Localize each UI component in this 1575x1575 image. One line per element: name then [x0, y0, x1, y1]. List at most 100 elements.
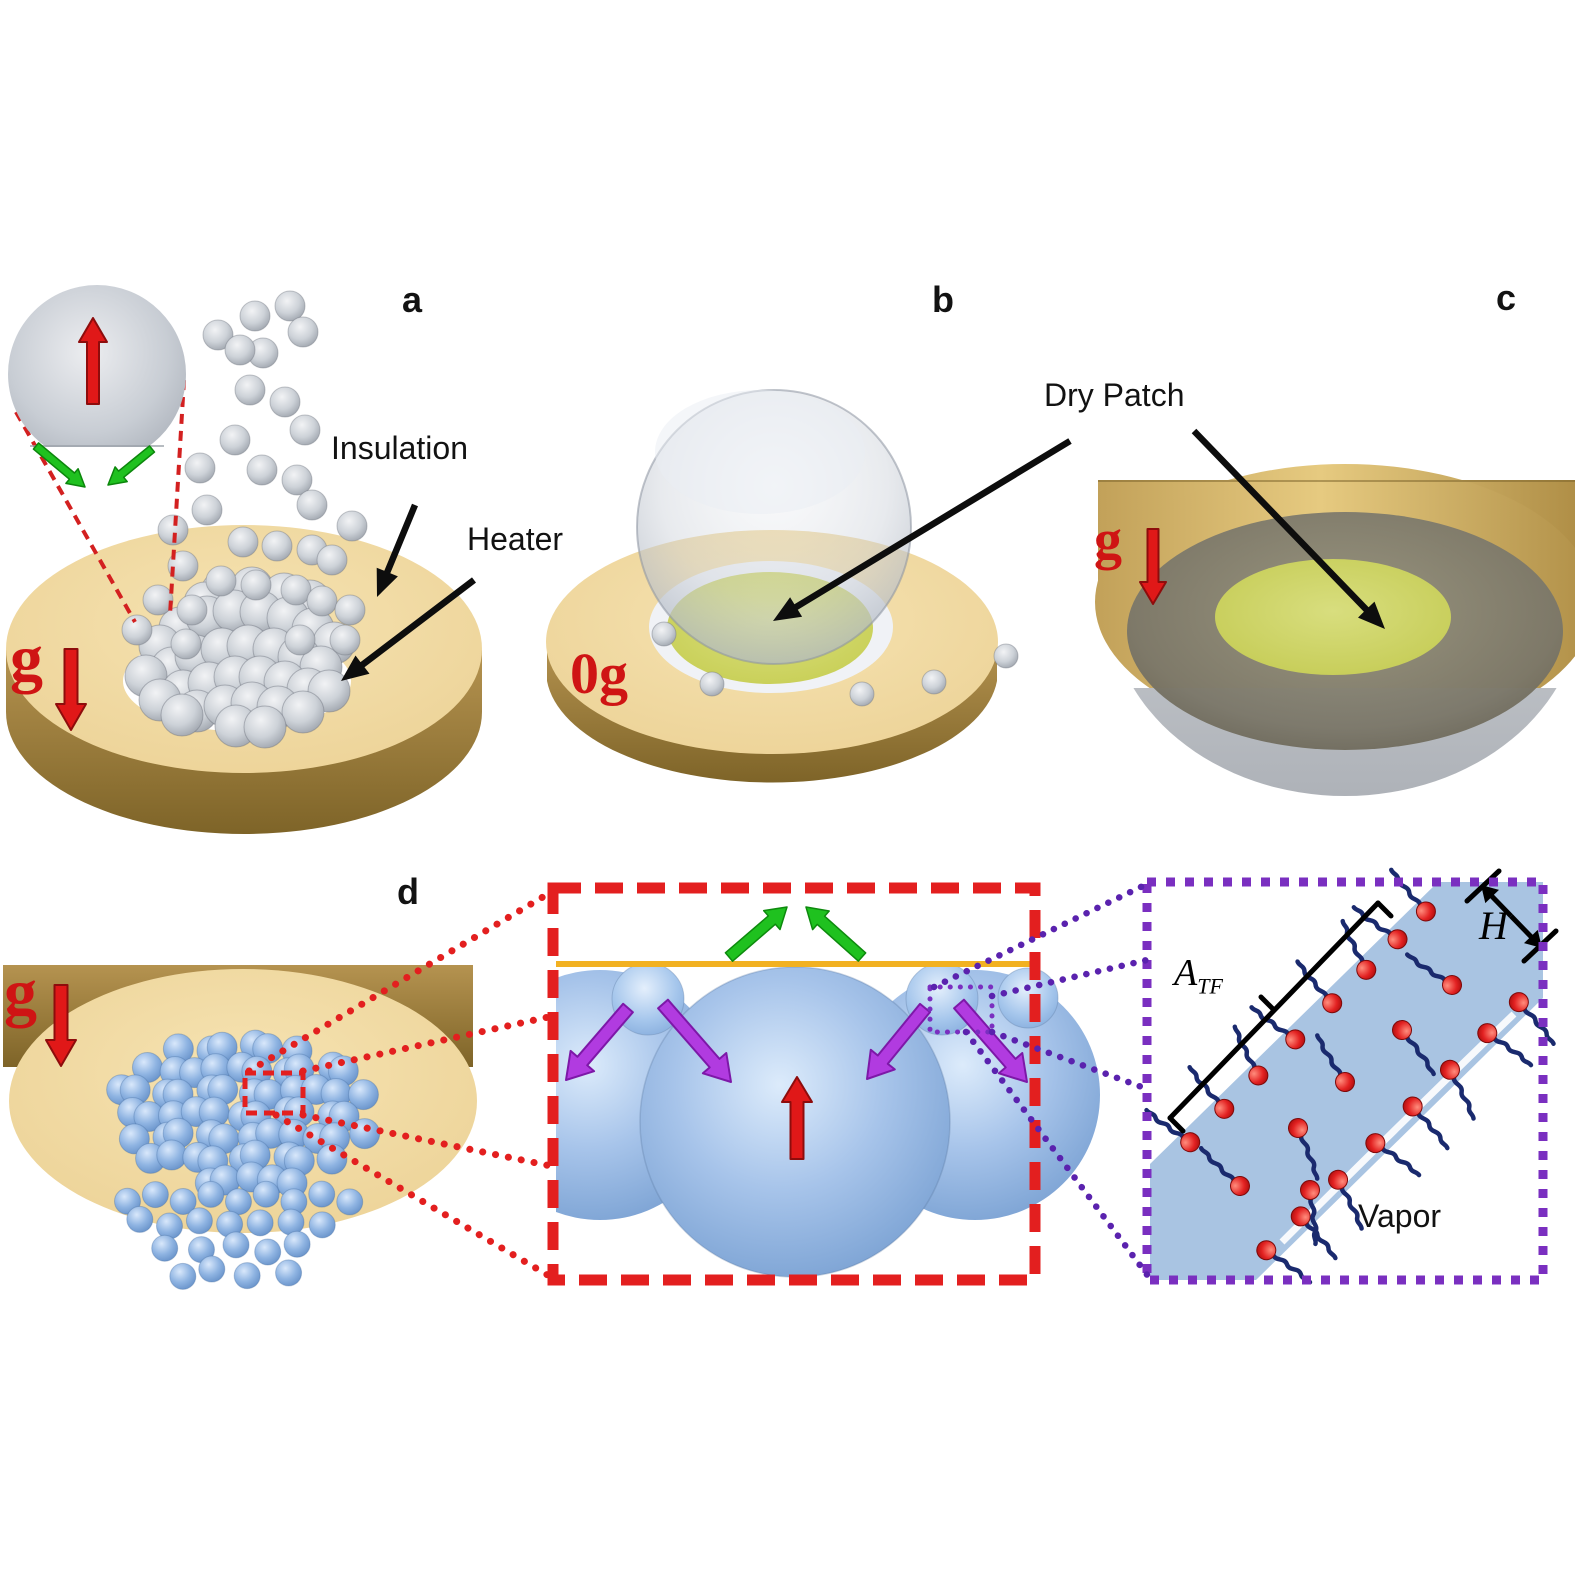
rim-bubble	[993, 643, 1019, 669]
surfactant-molecule	[1290, 1206, 1338, 1261]
surfactant-head	[1285, 1029, 1306, 1050]
surfactant-head	[1300, 1180, 1320, 1200]
gravity-arrow-d	[45, 984, 77, 1067]
panel-d-bubble-cluster	[3, 965, 477, 1290]
surfactant-head	[1387, 929, 1408, 950]
annotation-arrows	[341, 428, 1385, 681]
zero-gravity-label: 0g	[570, 641, 628, 706]
blue-bubble	[252, 1180, 280, 1208]
blue-bubble	[169, 1187, 197, 1215]
surfactant-head	[1288, 1118, 1308, 1138]
blue-bubble	[233, 1262, 261, 1290]
dry-patch-arrow-c	[1191, 428, 1385, 629]
zoom-dotted-line-red	[272, 1111, 555, 1281]
surfactant-molecule	[1477, 1023, 1534, 1068]
surfactant-molecule	[1295, 959, 1343, 1014]
surfactant-tail	[1308, 1195, 1319, 1247]
gravity-label-c: g	[1094, 509, 1122, 571]
rising-bubble	[157, 514, 189, 546]
capillary-flow-arrow	[657, 998, 732, 1083]
blue-bubble	[156, 1139, 188, 1171]
buoyancy-arrow	[78, 317, 108, 405]
panel-c-letter: c	[1496, 277, 1517, 318]
surfactant-tail	[1339, 1184, 1364, 1231]
zoom-dashed-line	[168, 379, 186, 616]
surfactant-head	[1392, 1020, 1412, 1040]
insulation-label: Insulation	[331, 430, 468, 466]
blue-bubble	[198, 1255, 226, 1283]
surfactant-molecule	[1288, 1118, 1320, 1181]
vapor-pressure-arrow	[781, 1076, 813, 1160]
surfactant-head	[1230, 1176, 1250, 1196]
surfactant-molecule	[1365, 1133, 1422, 1178]
zoom-dotted-line-purple	[962, 1028, 1152, 1280]
surface-tension-arrow	[107, 445, 156, 486]
surface-tension-arrow	[32, 442, 86, 488]
blue-bubble	[275, 1259, 303, 1287]
surfactant-molecule	[1300, 1180, 1320, 1247]
blue-bubble	[308, 1180, 336, 1208]
surfactant-tail	[1351, 905, 1393, 938]
blue-bubble	[185, 1207, 213, 1235]
zoom-dotted-line-purple	[988, 956, 1151, 1000]
rising-bubble	[274, 290, 306, 322]
rising-bubble	[142, 584, 174, 616]
gravity-arrow-c	[1139, 528, 1167, 605]
surfactant-tail	[1415, 1109, 1450, 1151]
vapor-bubble	[243, 705, 287, 749]
rising-bubble	[246, 454, 278, 486]
rising-bubble	[334, 594, 366, 626]
capillary-flow-arrow	[866, 1002, 931, 1080]
dry-patch-arrow-b	[773, 438, 1072, 621]
rising-bubble	[202, 319, 234, 351]
surfactant-tail	[1340, 918, 1365, 966]
surfactant-tail	[1295, 959, 1329, 1000]
capillary-flow-arrow	[953, 998, 1028, 1083]
rising-bubble	[219, 424, 251, 456]
evaporation-arrow	[724, 906, 788, 962]
surfactant-tail	[1298, 1133, 1320, 1181]
surfactant-head	[1402, 1096, 1423, 1117]
surfactant-tail	[1198, 1145, 1237, 1184]
surfactant-tail	[1451, 1074, 1476, 1121]
rising-bubble	[280, 574, 312, 606]
rising-bubble	[176, 594, 208, 626]
surfactant-tail	[1389, 867, 1423, 908]
zoom-dotted-line-purple	[988, 1028, 1154, 1094]
film-thickness-label: H	[1479, 903, 1508, 948]
surfactant-head	[1256, 1240, 1277, 1261]
panel-b-letter: b	[932, 279, 954, 320]
blue-bubble	[155, 1212, 183, 1240]
rim-bubble	[699, 671, 725, 697]
thickness-arrow	[1509, 914, 1542, 948]
surfactant-molecule	[1198, 1145, 1250, 1196]
surfactant-tail	[1491, 1035, 1534, 1068]
surfactant-head	[1335, 1072, 1355, 1092]
rising-bubble	[167, 550, 199, 582]
surfactant-head	[1328, 1169, 1349, 1190]
heater-label: Heater	[467, 521, 564, 557]
rising-bubble	[239, 300, 271, 332]
thin-film-inset	[1142, 867, 1559, 1285]
blue-bubble	[222, 1231, 250, 1259]
inset-border-purple	[1142, 877, 1548, 1285]
blue-bubble	[126, 1205, 154, 1233]
bubble-interface-inset	[547, 882, 1100, 1286]
evaporation-arrow	[805, 906, 867, 962]
panel-a-letter: a	[402, 279, 423, 320]
surfactant-head	[1214, 1098, 1235, 1119]
rim-bubble	[849, 681, 875, 707]
surfactant-tail	[1522, 1005, 1556, 1046]
blue-bubble	[316, 1143, 348, 1175]
rising-bubble	[240, 569, 272, 601]
rising-bubble	[184, 452, 216, 484]
surfactant-tail	[1404, 1033, 1436, 1077]
surfactant-tail	[1304, 1219, 1338, 1261]
thickness-arrow	[1481, 885, 1513, 918]
surfactant-head	[1442, 975, 1462, 995]
zoom-dotted-line-red	[299, 1111, 555, 1170]
zoom-callout-lines-red	[245, 887, 557, 1281]
vapor-bubble	[281, 690, 325, 734]
rising-bubble	[289, 414, 321, 446]
small-bubble	[997, 967, 1059, 1029]
